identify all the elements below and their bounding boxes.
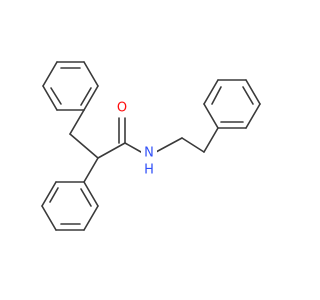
bond <box>203 103 219 129</box>
double-bond-inner <box>242 86 254 105</box>
double-bond-inner <box>211 86 222 105</box>
atom-label-hydrogen: H <box>144 163 154 178</box>
bond <box>245 103 261 129</box>
bond <box>181 137 205 153</box>
bond <box>83 205 99 231</box>
phenyl-ring-bottom <box>41 181 99 231</box>
double-bond-inner <box>80 188 92 207</box>
atom-label-nitrogen: N <box>144 146 154 161</box>
bond <box>83 157 99 183</box>
bond <box>124 142 142 153</box>
bond <box>83 85 99 111</box>
phenyl-ring-top <box>42 61 99 111</box>
molecule-diagram: O N H <box>41 61 261 231</box>
bond <box>69 109 85 135</box>
bond <box>69 133 99 159</box>
bond <box>203 127 219 153</box>
double-bond-inner <box>50 87 62 105</box>
atom-N: N <box>141 145 157 161</box>
double-bond-inner <box>80 87 92 106</box>
bond <box>203 79 219 105</box>
bond <box>42 61 58 87</box>
bond <box>83 61 99 87</box>
bond <box>155 137 183 153</box>
bond <box>41 181 57 207</box>
bond <box>83 181 99 207</box>
bond <box>97 142 126 159</box>
atom-O: O <box>114 100 130 116</box>
bond <box>41 205 57 231</box>
phenyl-ring-right <box>203 79 261 129</box>
bond <box>42 85 58 111</box>
double-bond-inner <box>49 187 59 203</box>
atom-label-oxygen: O <box>117 101 127 116</box>
bond <box>245 79 261 105</box>
atom-H: H <box>141 162 157 178</box>
